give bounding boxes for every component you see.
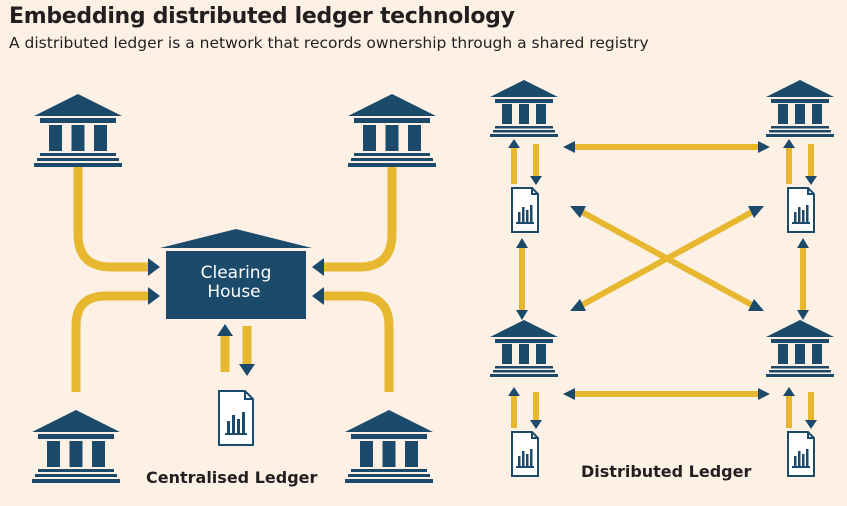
centralised-connectors [71, 166, 397, 392]
bank-icon [32, 410, 120, 483]
ledger-document-icon [511, 187, 539, 233]
clearing-house-label-line1: Clearing [201, 263, 272, 283]
centralised-ledger-caption: Centralised Ledger [146, 468, 317, 487]
page-subtitle: A distributed ledger is a network that r… [9, 34, 649, 52]
page-title: Embedding distributed ledger technology [9, 4, 515, 29]
ledger-document-icon [787, 431, 815, 477]
clearing-house-label-line2: House [207, 282, 260, 302]
bank-icon [766, 80, 834, 137]
distributed-ledger-caption: Distributed Ledger [581, 462, 751, 481]
bank-icon [490, 320, 558, 377]
distributed-connectors [511, 144, 814, 428]
clearing-house: Clearing House [160, 229, 312, 319]
bank-icon [345, 410, 433, 483]
clearing-house-roof [160, 229, 312, 248]
clearing-house-box [166, 251, 306, 319]
ledger-document-icon [787, 187, 815, 233]
bank-icon [766, 320, 834, 377]
ledger-document-icon [218, 390, 254, 446]
distributed-arrowheads [508, 139, 817, 429]
bank-icon [34, 94, 122, 167]
bank-icon [348, 94, 436, 167]
centralised-arrowheads [148, 258, 324, 376]
ledger-document-icon [511, 431, 539, 477]
bank-icon [490, 80, 558, 137]
